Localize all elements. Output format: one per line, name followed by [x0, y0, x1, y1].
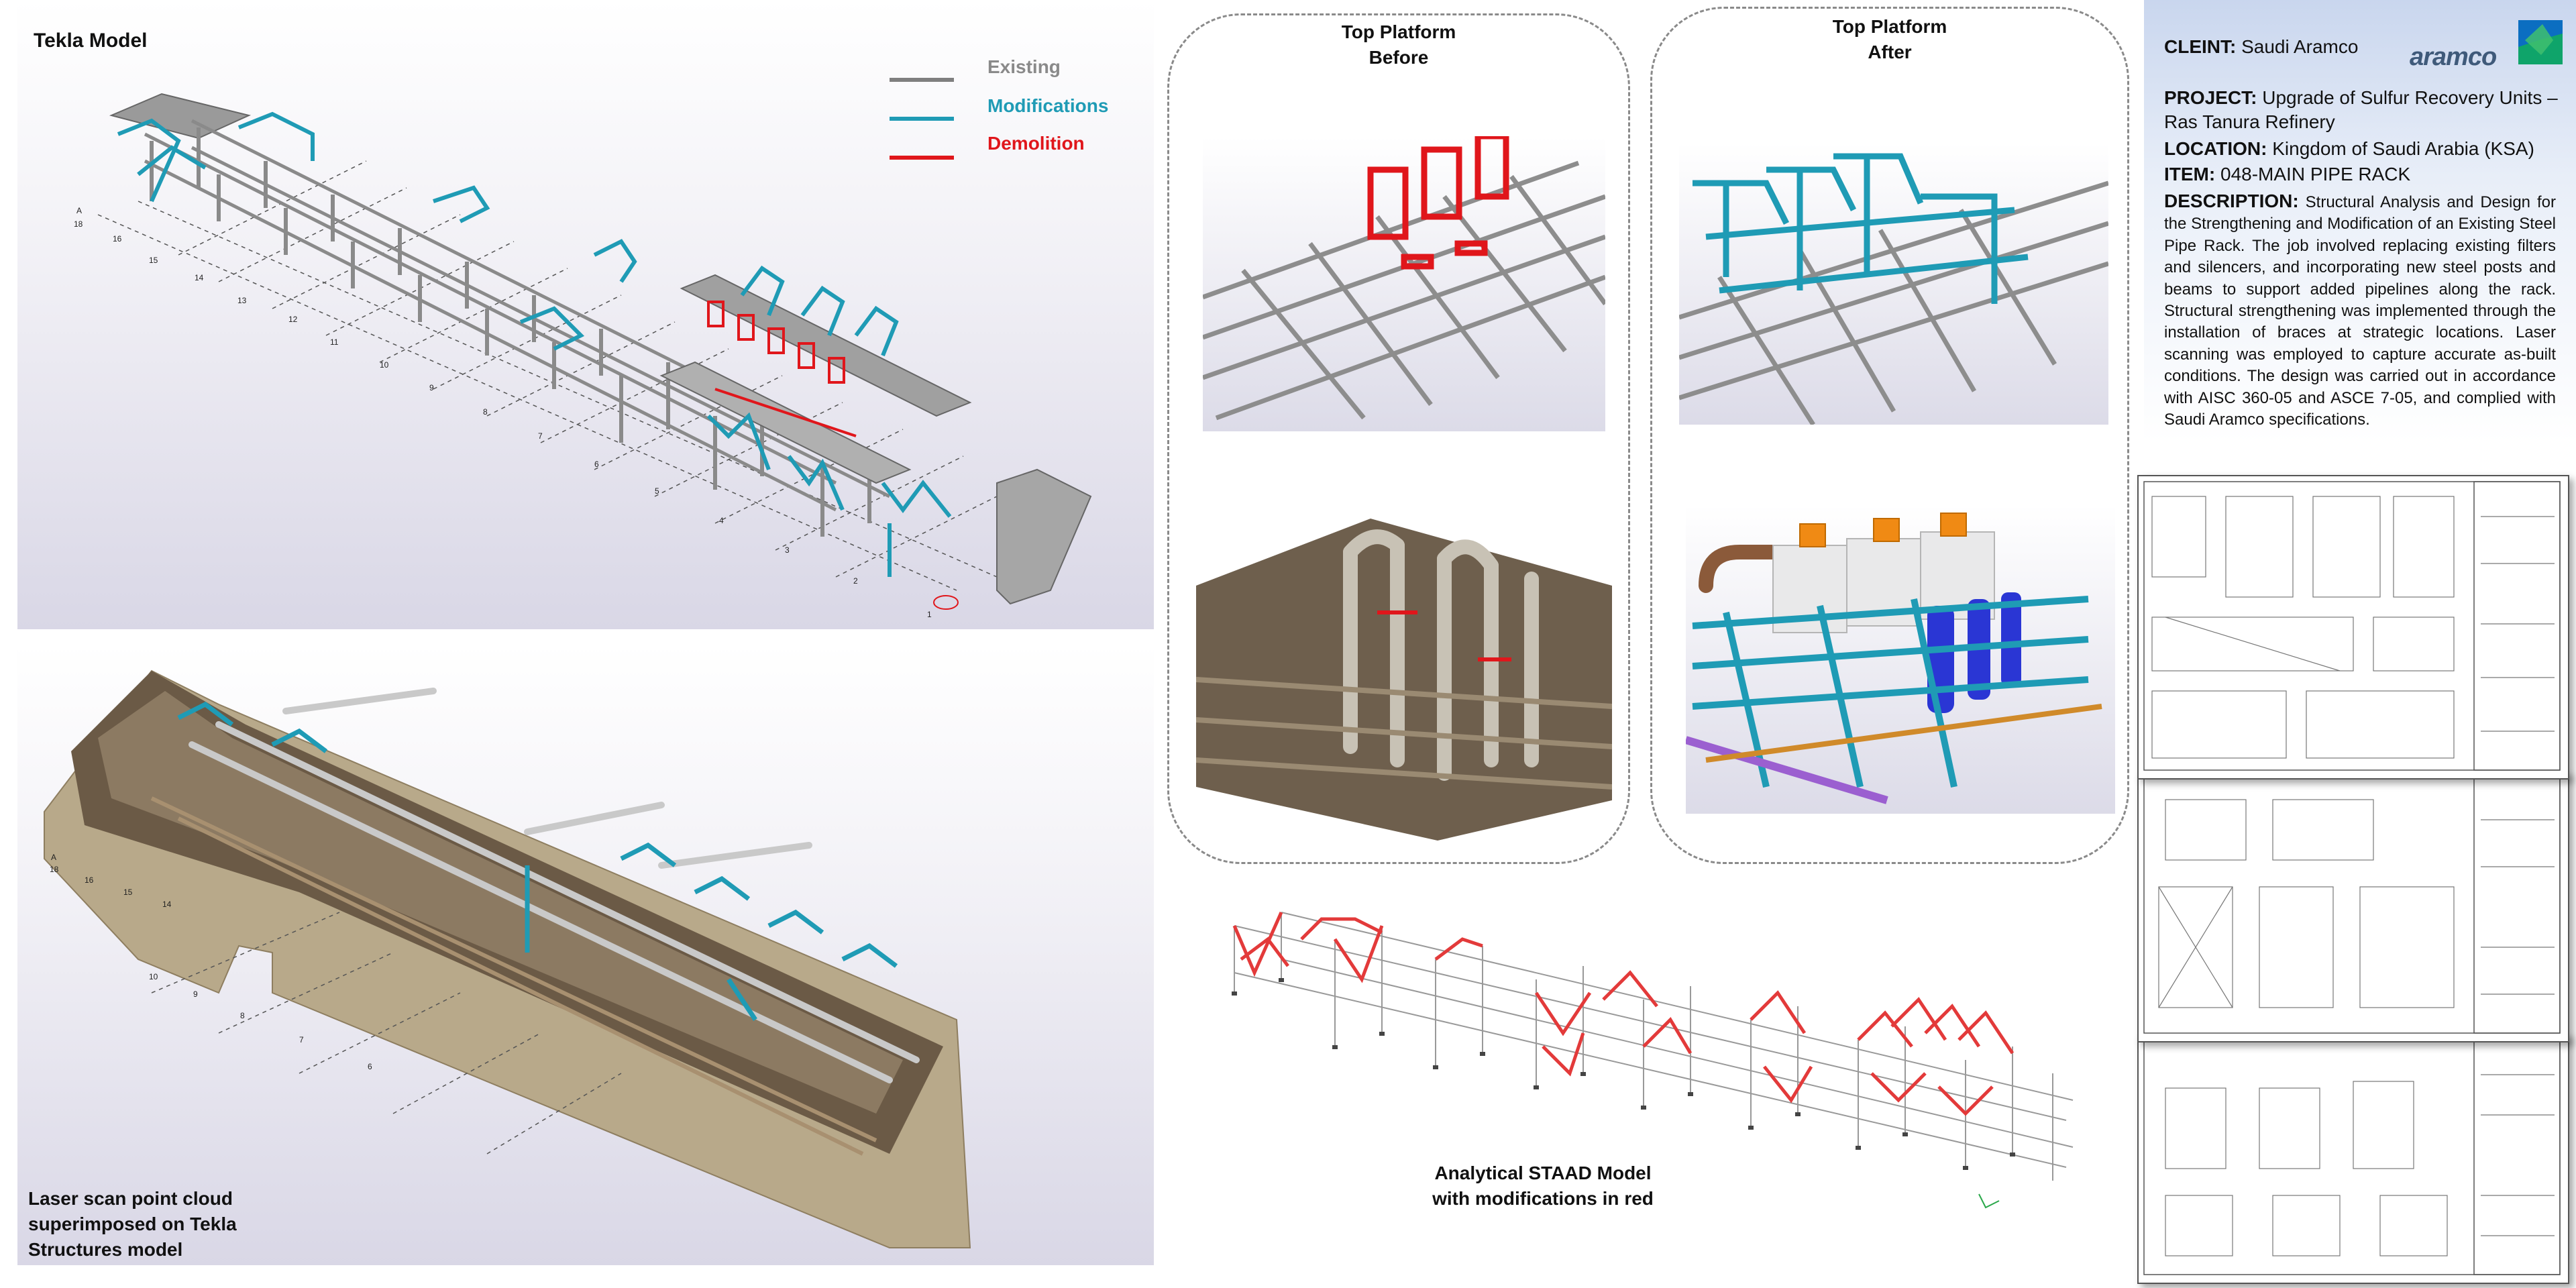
laser-scan-caption-line1: Laser scan point cloud — [28, 1188, 233, 1209]
legend-existing-label: Existing — [987, 56, 1061, 77]
svg-text:16: 16 — [113, 234, 122, 244]
item-label: ITEM: — [2164, 164, 2216, 184]
svg-text:5: 5 — [655, 486, 659, 496]
drawing-sheet-2 — [2137, 771, 2569, 1042]
svg-text:15: 15 — [123, 888, 133, 897]
aramco-star-icon — [2518, 20, 2563, 64]
svg-text:8: 8 — [240, 1011, 245, 1020]
svg-text:14: 14 — [162, 900, 172, 909]
laser-scan-caption-line2: superimposed on Tekla — [28, 1214, 237, 1234]
client-line: CLEINT: Saudi Aramco — [2164, 35, 2385, 59]
svg-text:18: 18 — [74, 219, 83, 229]
svg-text:10: 10 — [149, 972, 158, 981]
client-value: Saudi Aramco — [2241, 36, 2359, 57]
drawing-sheet-3 — [2137, 1033, 2569, 1284]
aramco-wordmark: aramco — [2410, 43, 2497, 71]
svg-text:14: 14 — [195, 273, 204, 282]
svg-text:3: 3 — [785, 545, 790, 555]
svg-text:16: 16 — [85, 875, 94, 885]
svg-text:6: 6 — [594, 460, 599, 469]
location-label: LOCATION: — [2164, 138, 2267, 159]
svg-text:7: 7 — [538, 431, 543, 441]
client-label: CLEINT: — [2164, 36, 2237, 57]
staad-caption-line2: with modifications in red — [1432, 1188, 1654, 1209]
svg-text:11: 11 — [330, 337, 339, 347]
legend-modifications-swatch — [890, 117, 954, 121]
legend-existing-swatch — [890, 78, 954, 82]
svg-text:A: A — [51, 853, 56, 862]
laser-scan-panel: A 18 16 15 14 10 9 8 7 6 Laser scan point clo… — [17, 644, 1154, 1265]
staad-caption: Analytical STAAD Model with modification… — [1375, 1161, 1711, 1212]
before-title: Top Platform Before — [1169, 19, 1628, 70]
project-label: PROJECT: — [2164, 87, 2257, 108]
info-panel: CLEINT: Saudi Aramco aramco PROJECT: Upg… — [2144, 0, 2576, 443]
svg-text:15: 15 — [149, 256, 158, 265]
after-title-line2: After — [1868, 42, 1912, 62]
item-line: ITEM: 048-MAIN PIPE RACK — [2164, 162, 2560, 186]
laser-scan-caption-line3: Structures model — [28, 1239, 183, 1260]
drawing-sheet-3-lines — [2143, 1039, 2561, 1275]
tekla-model-panel: Tekla Model Existing Modifications Demol… — [17, 0, 1154, 629]
before-model-render — [1203, 136, 1605, 431]
legend: Existing Modifications Demolition — [890, 54, 1158, 174]
staad-caption-line1: Analytical STAAD Model — [1434, 1163, 1652, 1183]
drawing-sheet-1-lines — [2143, 481, 2561, 771]
svg-text:4: 4 — [719, 516, 724, 525]
project-line: PROJECT: Upgrade of Sulfur Recovery Unit… — [2164, 86, 2560, 134]
drawing-sheet-2-lines — [2143, 777, 2561, 1034]
staad-model-render — [1232, 911, 2074, 1209]
location-value: Kingdom of Saudi Arabia (KSA) — [2272, 138, 2534, 159]
svg-text:8: 8 — [483, 407, 488, 417]
project-value: Upgrade of Sulfur Recovery Units – Ras T… — [2164, 87, 2558, 132]
legend-demolition-label: Demolition — [987, 133, 1085, 154]
before-title-line1: Top Platform — [1341, 21, 1456, 42]
point-cloud-render: A 18 16 15 14 10 9 8 7 6 — [44, 669, 971, 1248]
after-box: Top Platform After — [1650, 7, 2129, 864]
after-equipment-render — [1686, 505, 2115, 814]
legend-modifications-label: Modifications — [987, 95, 1109, 116]
location-line: LOCATION: Kingdom of Saudi Arabia (KSA) — [2164, 137, 2560, 161]
tekla-model-render: A 18 16 15 14 13 12 11 10 9 8 7 6 5 4 3 2 1 — [74, 93, 1092, 619]
after-title-line1: Top Platform — [1832, 16, 1947, 37]
svg-text:2: 2 — [853, 576, 858, 586]
after-model-render — [1679, 143, 2108, 425]
laser-scan-caption: Laser scan point cloud superimposed on T… — [28, 1186, 237, 1263]
aramco-logo: aramco — [2406, 20, 2567, 74]
tekla-model-title: Tekla Model — [34, 30, 148, 52]
legend-demolition-swatch — [890, 156, 954, 160]
after-title: Top Platform After — [1652, 14, 2127, 65]
svg-text:13: 13 — [237, 296, 247, 305]
svg-text:A: A — [76, 206, 82, 215]
drawing-sheet-1 — [2137, 475, 2569, 780]
svg-text:6: 6 — [368, 1062, 372, 1071]
svg-text:12: 12 — [288, 315, 298, 324]
svg-text:9: 9 — [429, 383, 434, 392]
before-title-line2: Before — [1368, 47, 1429, 68]
item-value: 048-MAIN PIPE RACK — [2220, 164, 2411, 184]
description-label: DESCRIPTION: — [2164, 191, 2299, 211]
description-value: Structural Analysis and Design for the S… — [2164, 193, 2556, 429]
svg-text:18: 18 — [50, 865, 59, 874]
svg-text:7: 7 — [299, 1035, 304, 1044]
description-block: DESCRIPTION: Structural Analysis and Des… — [2164, 189, 2556, 431]
before-photo-render — [1196, 519, 1612, 841]
before-box: Top Platform Before — [1167, 13, 1630, 864]
svg-text:1: 1 — [927, 610, 932, 619]
svg-text:10: 10 — [380, 360, 389, 370]
svg-text:9: 9 — [193, 989, 198, 999]
